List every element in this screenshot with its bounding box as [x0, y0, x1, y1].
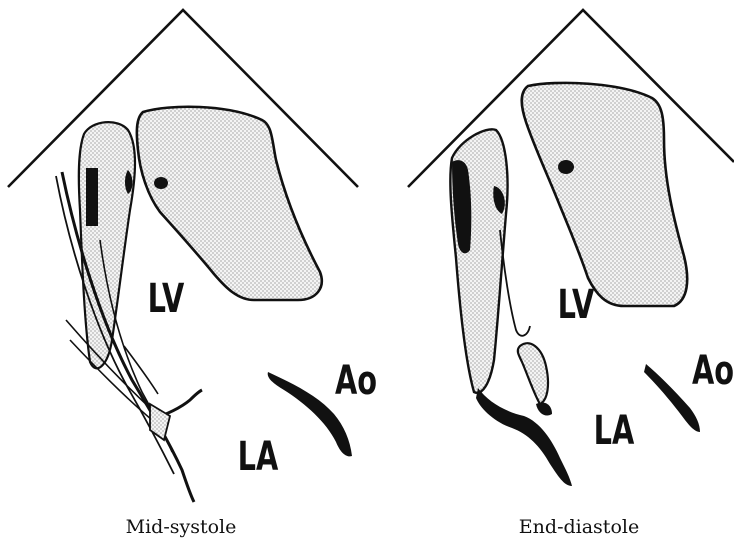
septum-dark-band — [86, 168, 98, 226]
papillary-dot — [558, 160, 574, 174]
caption-mid-systole: Mid-systole — [126, 516, 237, 538]
ao-label: Ao — [335, 358, 377, 404]
la-label: LA — [238, 434, 279, 480]
coaptation-knot — [536, 402, 552, 415]
panel-end-diastole: LV LA Ao End-diastole — [408, 10, 734, 538]
papillary-muscle-region — [522, 83, 687, 306]
panel-mid-systole: LV LA Ao Mid-systole — [8, 10, 377, 538]
la-label: LA — [594, 408, 635, 454]
papillary-dot — [154, 177, 168, 189]
caption-end-diastole: End-diastole — [519, 516, 639, 538]
mitral-leaflet-tip — [518, 343, 548, 404]
lv-label: LV — [558, 282, 595, 328]
papillary-muscle-region — [137, 107, 322, 300]
ao-label: Ao — [692, 348, 734, 394]
posterior-mitral-leaflet — [476, 388, 572, 486]
septum — [79, 122, 135, 368]
lv-label: LV — [148, 276, 185, 322]
